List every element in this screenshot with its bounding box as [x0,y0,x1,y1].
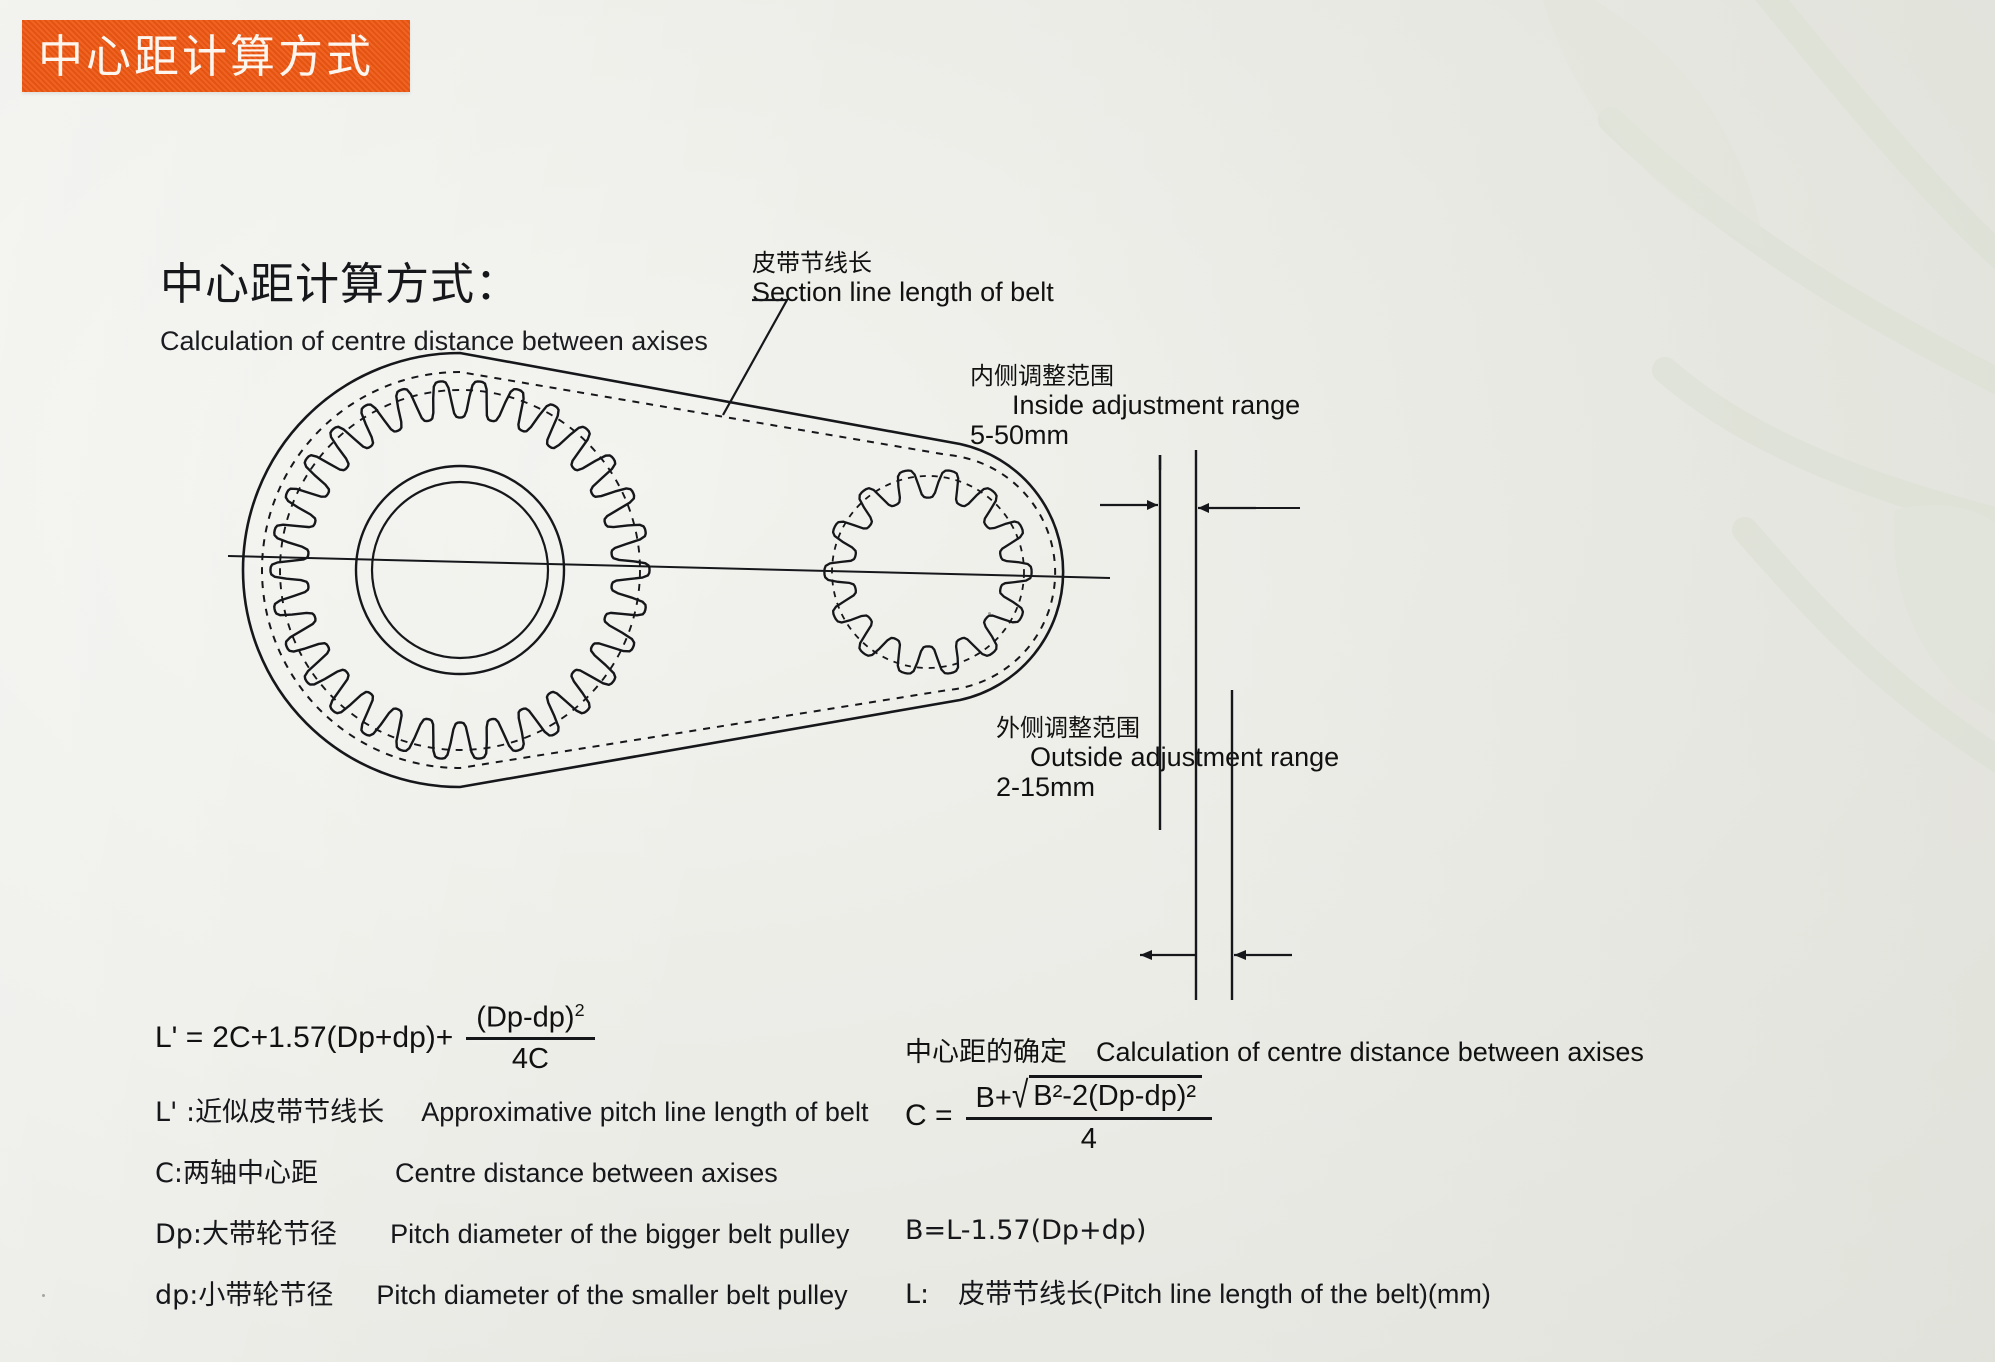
formula-right: C = B+√B²-2(Dp-dp)² 4 [905,1075,1915,1156]
formula-left-fraction: (Dp-dp)2 4C [466,1000,595,1076]
callout-inside-range: 内侧调整范围 Inside adjustment range 5-50mm [970,363,1300,451]
formula-left-terms: 2C+1.57(Dp+dp)+ [212,1020,454,1054]
formula-right-title: 中心距的确定 Calculation of centre distance be… [905,1030,1644,1069]
callout-inside-range-cn: 内侧调整范围 [970,362,1114,390]
definition-desc: 皮带节线长(Pitch line length of the belt)(mm) [958,1279,1491,1309]
callout-belt-length-cn: 皮带节线长 [752,249,872,277]
fraction-bar [965,1117,1213,1120]
definition-desc: Centre distance between axises [394,1158,778,1188]
callout-outside-range-value: 2-15mm [996,772,1096,803]
formula-left-definitions: L' :近似皮带节线长 Approximative pitch line len… [155,1090,868,1334]
formula-right-definitions: B=L-1.57(Dp+dp) L: 皮带节线长(Pitch line leng… [905,1215,1491,1337]
page-title-en: Calculation of centre distance between a… [160,326,708,356]
callout-outside-range-en: Outside adjustment range [1030,741,1340,772]
callout-outside-range: 外侧调整范围 Outside adjustment range 2-15mm [996,715,1339,803]
formula-right-equation: C = B+√B²-2(Dp-dp)² 4 [905,1075,1915,1156]
callout-belt-length: 皮带节线长 Section line length of belt [752,250,1054,307]
definition-desc: Pitch diameter of the smaller belt pulle… [376,1280,848,1310]
definition-row: dp:小带轮节径 Pitch diameter of the smaller b… [155,1273,868,1312]
definition-key: C:两轴中心距 [155,1158,318,1189]
definition-key: Dp:大带轮节径 [155,1219,338,1250]
radical-sign: √ [1011,1074,1029,1116]
definition-row: B=L-1.57(Dp+dp) [905,1215,1491,1246]
definition-row: L' :近似皮带节线长 Approximative pitch line len… [155,1090,868,1129]
paper-speck [988,612,991,615]
formula-left-lhs: L' = [155,1020,204,1054]
definition-key: dp:小带轮节径 [155,1280,334,1311]
definition-row: C:两轴中心距 Centre distance between axises [155,1151,868,1190]
definition-key: L: [905,1279,930,1310]
formula-right-title-cn: 中心距的确定 [905,1037,1067,1068]
definition-row: Dp:大带轮节径 Pitch diameter of the bigger be… [155,1212,868,1251]
header-banner: 中心距计算方式 [22,20,410,92]
callout-outside-range-cn: 外侧调整范围 [996,714,1140,742]
header-banner-title: 中心距计算方式 [38,29,375,83]
numerator-prefix: B+ [975,1082,1012,1114]
page-title-cn: 中心距计算方式： [160,259,520,310]
definition-row: L: 皮带节线长(Pitch line length of the belt)(… [905,1272,1491,1311]
formula-left-numerator: (Dp-dp)2 [476,1000,585,1034]
callout-belt-length-en: Section line length of belt [752,276,1054,307]
formula-left-equation: L' = 2C+1.57(Dp+dp)+ (Dp-dp)2 4C [155,1000,935,1076]
formula-right-numerator: B+√B²-2(Dp-dp)² [966,1075,1213,1117]
definition-key: B=L-1.57(Dp+dp) [905,1215,1147,1246]
square-root: √B²-2(Dp-dp)² [1011,1074,1203,1116]
formula-right-denominator: 4 [1080,1123,1097,1155]
definition-desc: Pitch diameter of the bigger belt pulley [390,1219,850,1249]
radicand: B²-2(Dp-dp)² [1029,1075,1203,1113]
formula-right-lhs: C = [905,1098,953,1132]
formula-right-title-en: Calculation of centre distance between a… [1096,1037,1644,1067]
formula-left: L' = 2C+1.57(Dp+dp)+ (Dp-dp)2 4C [155,1000,935,1076]
paper-speck [42,1294,45,1297]
fraction-bar [466,1036,595,1040]
page-heading: 中心距计算方式： Calculation of centre distance … [160,248,708,357]
definition-desc: Approximative pitch line length of belt [421,1097,869,1127]
callout-inside-range-value: 5-50mm [970,420,1070,451]
callout-inside-range-en: Inside adjustment range [1012,389,1301,420]
definition-key: L' :近似皮带节线长 [155,1097,385,1128]
formula-left-denominator: 4C [511,1042,549,1075]
formula-right-fraction: B+√B²-2(Dp-dp)² 4 [965,1075,1213,1156]
